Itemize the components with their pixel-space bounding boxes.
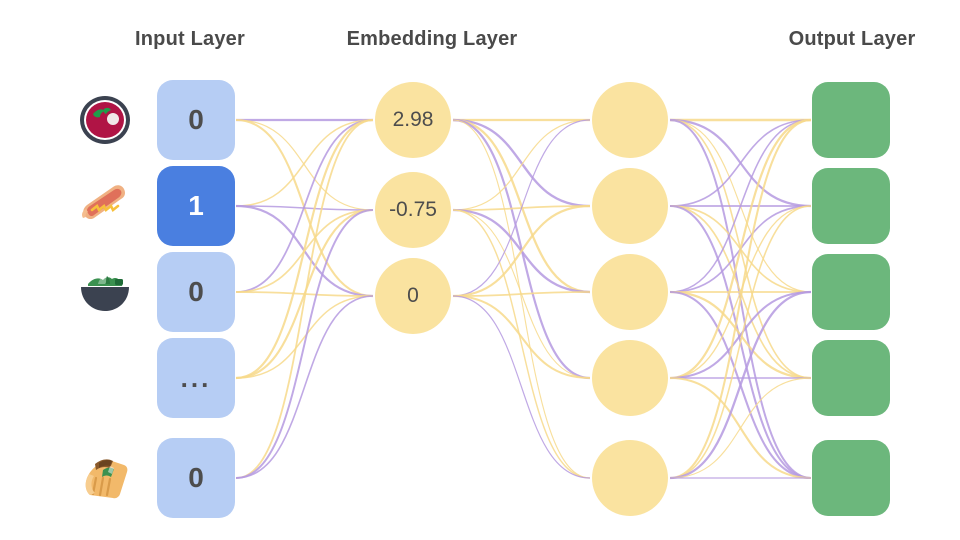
embedding-node-1[interactable]: -0.75 <box>375 172 451 248</box>
input-node-value: 1 <box>188 190 204 221</box>
input-node-value: 0 <box>188 462 204 493</box>
hidden-node-3[interactable] <box>592 340 668 416</box>
input-node-1[interactable]: 1 <box>157 166 235 246</box>
input-node-value: 0 <box>188 276 204 307</box>
input-node-3[interactable]: ... <box>157 338 235 418</box>
output-node-4[interactable] <box>812 440 890 516</box>
output-node-1[interactable] <box>812 168 890 244</box>
input-layer-title: Input Layer <box>135 28 245 50</box>
hidden-node-0[interactable] <box>592 82 668 158</box>
salad-bowl-icon <box>77 264 133 320</box>
input-node-2[interactable]: 0 <box>157 252 235 332</box>
embedding-node-2[interactable]: 0 <box>375 258 451 334</box>
embedding-node-value: 2.98 <box>392 108 434 131</box>
hot-dog-icon <box>77 178 133 234</box>
hidden-node-1[interactable] <box>592 168 668 244</box>
input-node-4[interactable]: 0 <box>157 438 235 518</box>
embedding-node-value: 0 <box>407 284 419 307</box>
input-node-0[interactable]: 0 <box>157 80 235 160</box>
input-node-value: ... <box>180 362 212 393</box>
beet-soup-bowl-icon <box>77 92 133 148</box>
output-node-0[interactable] <box>812 82 890 158</box>
output-node-3[interactable] <box>812 340 890 416</box>
output-node-2[interactable] <box>812 254 890 330</box>
hidden-node-4[interactable] <box>592 440 668 516</box>
taco-icon <box>77 450 133 506</box>
embedding-layer-title: Embedding Layer <box>346 28 518 50</box>
embedding-node-value: -0.75 <box>389 198 437 221</box>
hidden-node-2[interactable] <box>592 254 668 330</box>
input-node-value: 0 <box>188 104 204 135</box>
output-layer-title: Output Layer <box>788 28 916 50</box>
embedding-node-0[interactable]: 2.98 <box>375 82 451 158</box>
